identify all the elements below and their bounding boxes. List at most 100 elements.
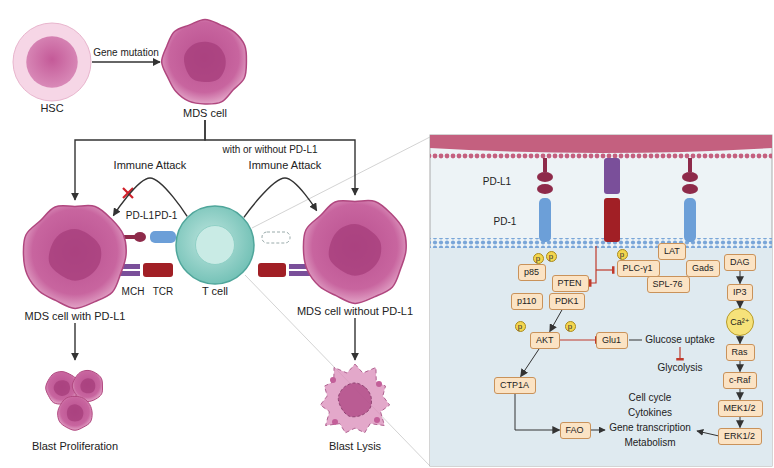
- stem-cell: HSC: [10, 22, 94, 115]
- tumor-membrane: [430, 135, 772, 153]
- molecule-name: PTEN: [558, 278, 583, 289]
- outcome-text: Gene transcription: [609, 422, 691, 434]
- molecule-name: Ras: [732, 347, 749, 358]
- blast-cluster: Blast Proliferation: [30, 360, 121, 453]
- mds-cell-shape: [300, 195, 410, 305]
- edge-label: Immune Attack: [249, 159, 322, 171]
- molecule-name: Gads: [692, 263, 714, 274]
- connector-arrow: [521, 349, 540, 377]
- membrane-dots: [430, 151, 772, 159]
- molecule-name: p: [516, 322, 525, 331]
- process-text: Glycolysis: [657, 362, 702, 374]
- protein-box: PDK1: [549, 293, 585, 310]
- protein-box: IP3: [727, 284, 753, 301]
- molecule-name: CTP1A: [500, 380, 530, 391]
- cell-label: MDS cell without PD-L1: [295, 305, 416, 318]
- t-cell-shape: [175, 205, 255, 285]
- receptor-label: PD-1: [155, 210, 178, 222]
- molecule-name: MEK1/2: [724, 403, 757, 414]
- mds-cell-shape: [160, 17, 250, 107]
- outcome-text: Cell cycle: [629, 392, 672, 404]
- protein-box: SPL-76: [647, 276, 690, 293]
- connector-arrow: [740, 417, 741, 428]
- molecule-name: LAT: [664, 246, 680, 257]
- connector-arrow: [244, 178, 317, 217]
- protein-box: PLC-γ1: [617, 260, 660, 277]
- molecule-name: p110: [517, 296, 537, 307]
- t-cell-membrane: [430, 238, 772, 248]
- connector-arrow: [74, 323, 75, 360]
- protein-box: LAT: [658, 243, 686, 260]
- mds-cell-shape: [20, 200, 130, 310]
- connector-arrow: [75, 120, 205, 200]
- protein-box: AKT: [530, 332, 560, 349]
- zoom-panel: [430, 135, 772, 466]
- stem-cell-shape: [12, 22, 92, 102]
- lysed-blast: Blast Lysis: [313, 360, 397, 453]
- phospho-circle: p: [533, 253, 544, 264]
- molecule-name: p: [547, 252, 556, 261]
- phospho-circle: p: [515, 321, 526, 332]
- protein-box: FAO: [560, 422, 591, 439]
- cell-label: Blast Proliferation: [30, 440, 121, 453]
- molecule-name: p: [534, 254, 543, 263]
- molecule-name: FAO: [566, 425, 585, 436]
- protein-box: MEK1/2: [718, 400, 763, 417]
- molecule-name: p: [566, 322, 575, 331]
- connector-arrow: [740, 336, 741, 344]
- protein-box: p110: [511, 293, 543, 310]
- protein-box: c-Raf: [723, 372, 757, 389]
- pd-1-receptor: [539, 198, 696, 242]
- pathway-arrow: [591, 340, 719, 436]
- receptor-label: PD-1: [494, 216, 517, 228]
- cell-label: MDS cell: [158, 107, 252, 120]
- connector-arrow: [740, 389, 741, 400]
- branch-note: with or without PD-L1: [222, 144, 317, 156]
- molecule-name: DAG: [730, 257, 750, 268]
- connector-arrow: [92, 61, 160, 62]
- molecule-name: PDK1: [555, 296, 579, 307]
- outcome-text: Metabolism: [624, 437, 675, 449]
- protein-box: Ras: [726, 344, 755, 361]
- pd-l1-receptor: [537, 158, 698, 194]
- protein-box: p85: [518, 264, 546, 281]
- connector-arrow: [205, 120, 355, 195]
- protein-box: CTP1A: [494, 377, 536, 394]
- cell-label: Blast Lysis: [313, 440, 397, 453]
- molecule-name: p85: [524, 267, 540, 278]
- edge-label: Gene mutation: [93, 47, 159, 59]
- ion-circle: Ca²⁺: [726, 308, 754, 336]
- receptor-label: TCR: [153, 286, 174, 298]
- phospho-circle: p: [617, 249, 628, 260]
- phospho-circle: p: [565, 321, 576, 332]
- inhibition-arrow: [560, 340, 596, 341]
- molecule-name: PLC-γ1: [623, 263, 654, 274]
- connector-arrow: [515, 394, 560, 431]
- protein-box: Glu1: [596, 332, 628, 349]
- protein-box: DAG: [724, 254, 756, 271]
- molecule-name: p: [618, 250, 627, 259]
- t-cell: T cell: [173, 205, 257, 298]
- edge-label: Immune Attack: [114, 159, 187, 171]
- mds-cell: MDS cell without PD-L1: [295, 195, 416, 318]
- leader-line: [245, 275, 430, 466]
- cell-label: MDS cell with PD-L1: [18, 310, 132, 323]
- cell-label: HSC: [10, 102, 94, 115]
- mds-cell: MDS cell: [158, 17, 252, 120]
- mds-cell: MDS cell with PD-L1: [18, 200, 132, 323]
- molecule-name: c-Raf: [729, 375, 751, 386]
- blast-cluster-shape: [35, 360, 115, 440]
- cell-label: T cell: [173, 285, 257, 298]
- receptor-label: MCH: [122, 286, 145, 298]
- molecule-name: Ca²⁺: [730, 317, 749, 328]
- molecule-name: IP3: [733, 287, 747, 298]
- connector-arrow: [740, 361, 741, 372]
- molecule-name: Glu1: [602, 335, 622, 346]
- connector-arrow: [740, 301, 741, 309]
- lysed-blast-shape: [315, 360, 395, 440]
- receptor-label: PD-L1: [483, 176, 511, 188]
- outcome-text: Cytokines: [628, 407, 672, 419]
- protein-box: ERK1/2: [718, 428, 762, 445]
- protein-box: Gads: [686, 260, 720, 277]
- protein-box: PTEN: [552, 275, 589, 292]
